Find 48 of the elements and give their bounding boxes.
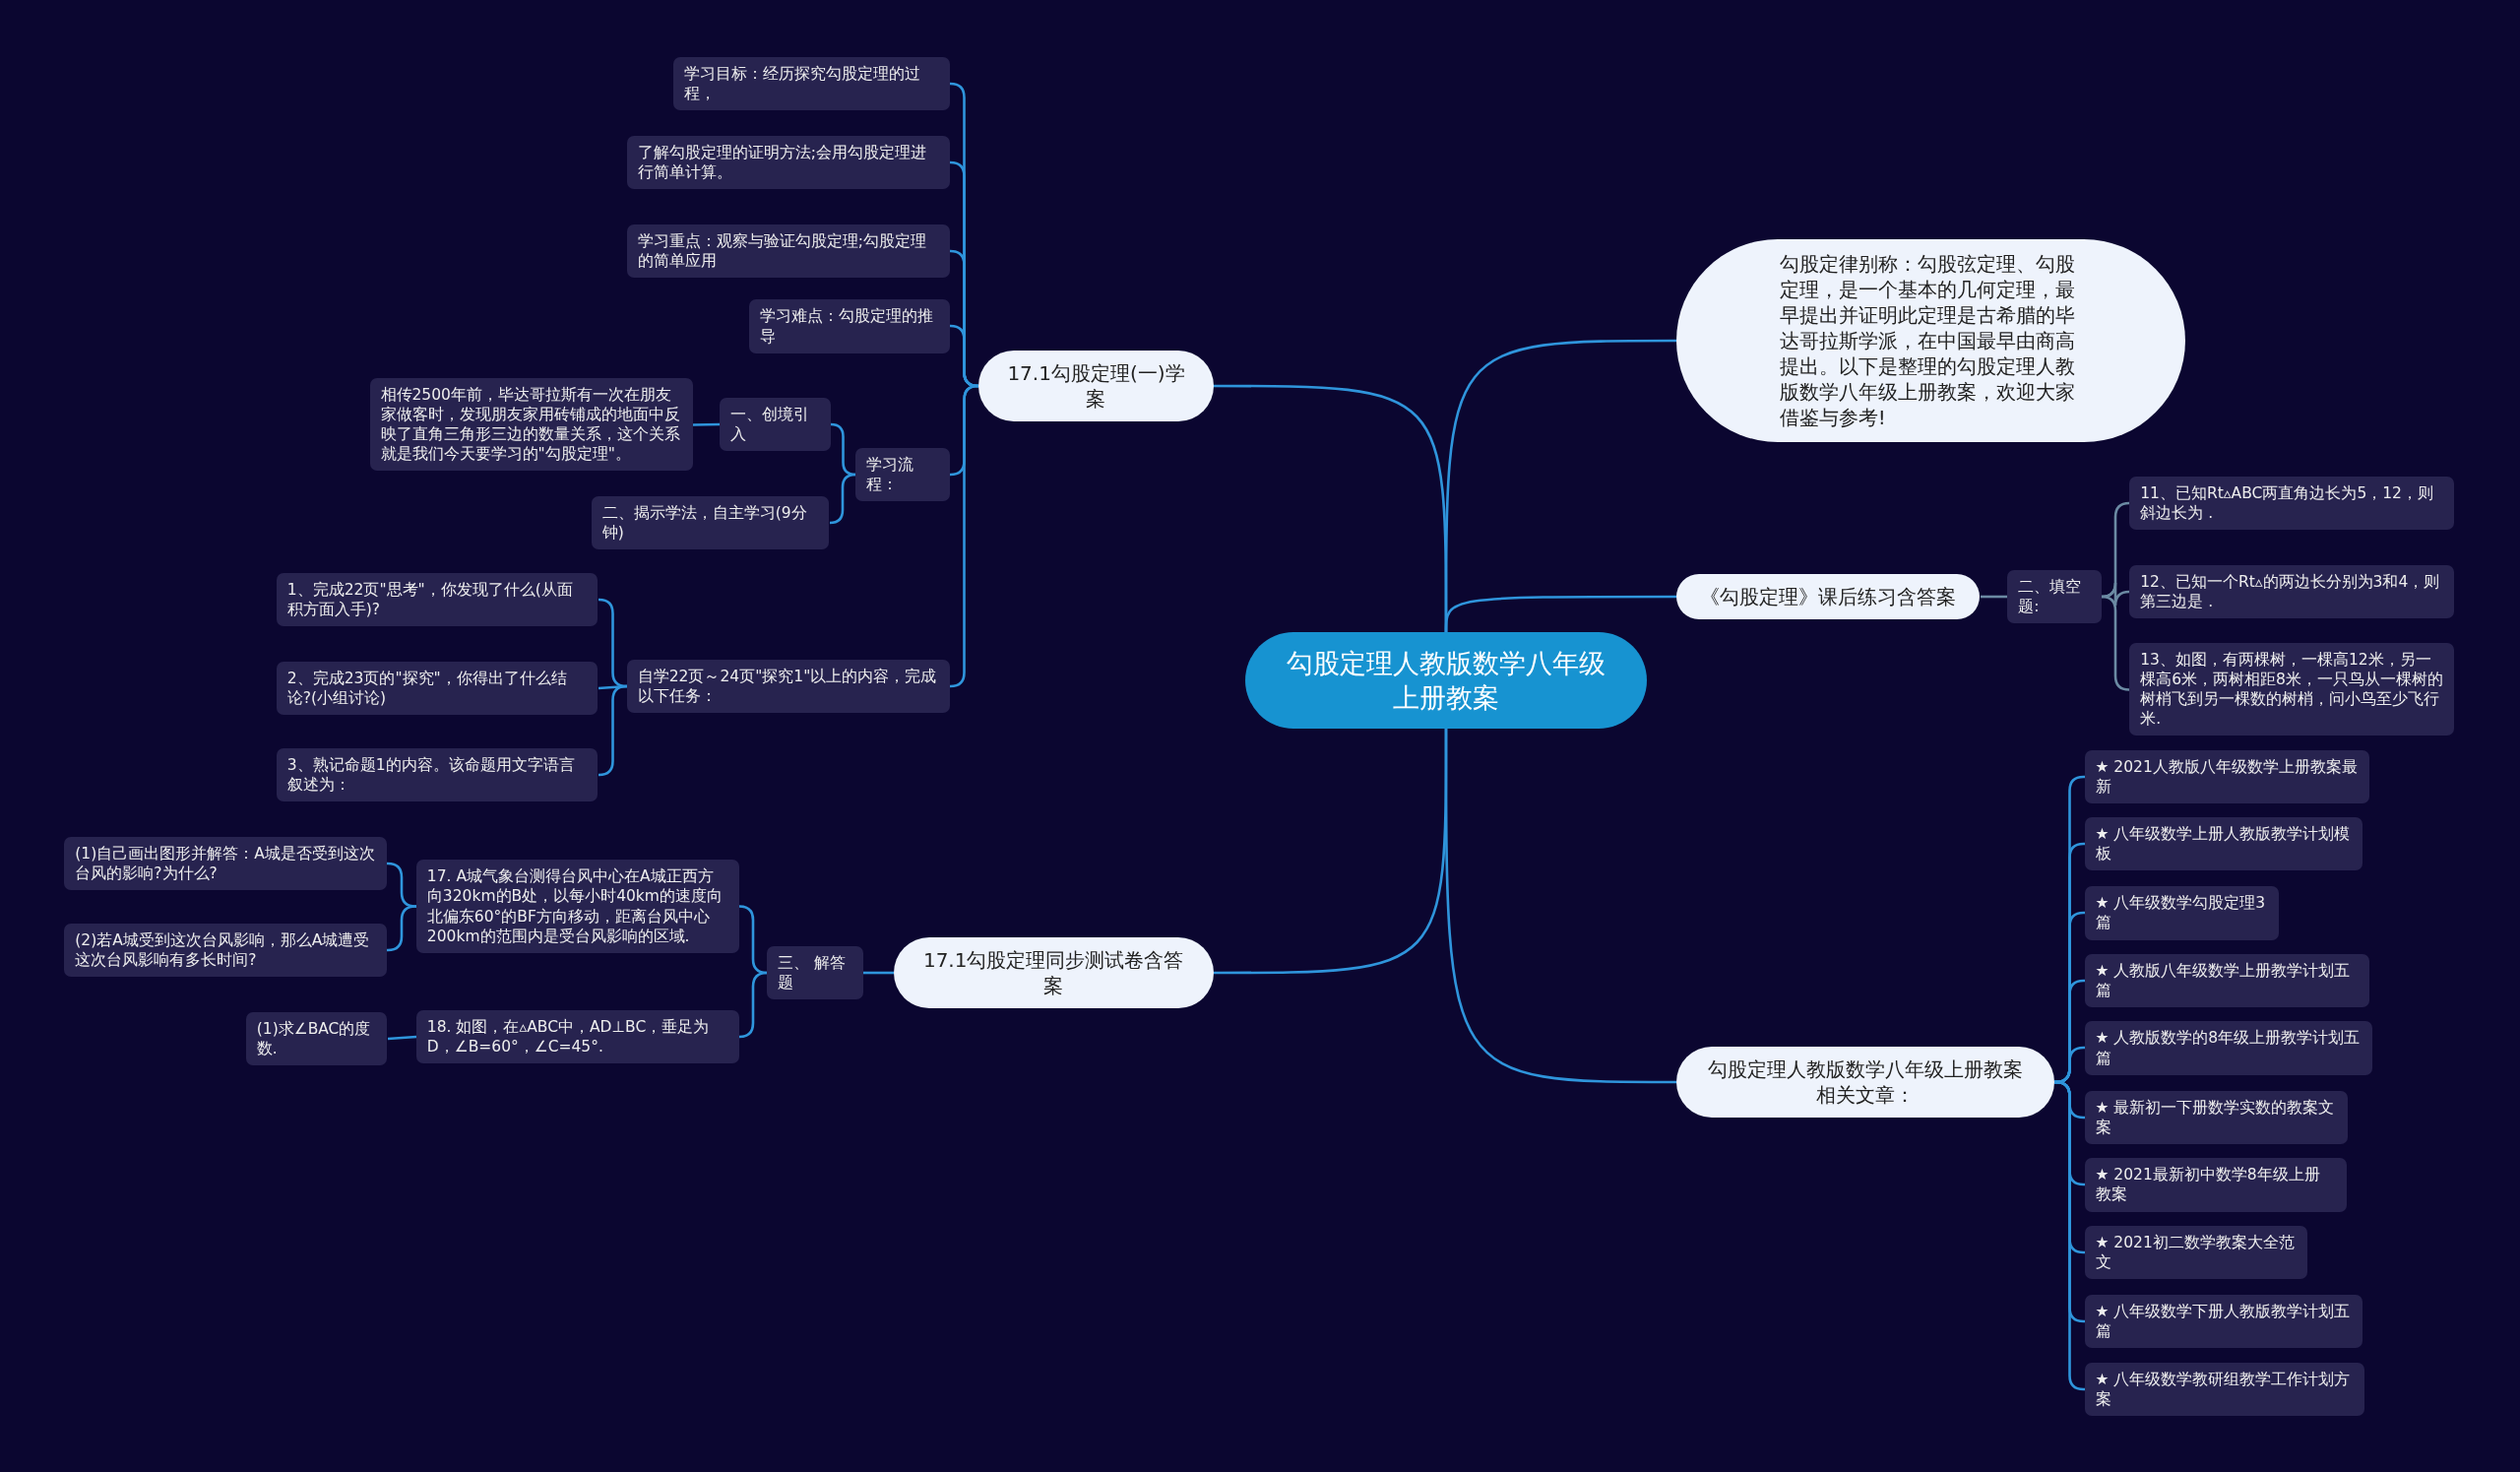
note-box: ★ 人教版数学的8年级上册教学计划五篇 [2084, 1021, 2372, 1075]
note-box: 3、熟记命题1的内容。该命题用文字语言叙述为： [276, 747, 598, 802]
topic-pill: 17.1勾股定理(一)学案 [978, 350, 1214, 421]
connector-line [1444, 595, 1676, 633]
note-box: ★ 八年级数学教研组教学工作计划方案 [2084, 1362, 2364, 1416]
note-box: ★ 八年级数学下册人教版教学计划五篇 [2084, 1295, 2362, 1349]
note-box: 学习重点：观察与验证勾股定理;勾股定理的简单应用 [626, 224, 950, 278]
note-box: 13、如图，有两棵树，一棵高12米，另一棵高6米，两树相距8米，一只鸟从一棵树的树梢飞到另一棵数的树梢，问小鸟至少飞行米. [2129, 642, 2455, 736]
note-box: 2、完成23页的"探究"，你得出了什么结论?(小组讨论) [276, 661, 598, 716]
note-box: 了解勾股定理的证明方法;会用勾股定理进行简单计算。 [626, 135, 950, 190]
note-box: 自学22页～24页"探究1"以上的内容，完成以下任务： [626, 660, 950, 714]
note-box: (1)求∠BAC的度数. [245, 1011, 388, 1065]
connector-line [863, 971, 894, 975]
note-box: 一、创境引入 [720, 398, 832, 452]
connector-line [1981, 595, 2007, 599]
topic-pill: 勾股定律别称：勾股弦定理、勾股定理，是一个基本的几何定理，最早提出并证明此定理是古希腊的毕达哥拉斯学派，在中国最早由商高提出。以下是整理的勾股定理人教版数学八年级上册教案，欢迎大家借鉴与参考! [1675, 239, 2186, 443]
note-box: ★ 人教版八年级数学上册教学计划五篇 [2084, 953, 2369, 1008]
note-box: 相传2500年前，毕达哥拉斯有一次在朋友家做客时，发现朋友家用砖铺成的地面中反映了直角三角形三边的数量关系，这个关系就是我们今天要学习的"勾股定理"。 [369, 377, 693, 472]
note-box: 学习目标：经历探究勾股定理的过程， [673, 56, 950, 111]
note-box: ★ 2021人教版八年级数学上册教案最新 [2084, 749, 2369, 803]
note-box: 17. A城气象台测得台风中心在A城正西方向320km的B处，以每小时40km的速度向北偏东60°的BF方向移动，距离台风中心200km的范围内是受台风影响的区域. [415, 860, 739, 953]
note-box: ★ 2021最新初中数学8年级上册教案 [2084, 1158, 2347, 1212]
note-box: 18. 如图，在▵ABC中，AD⊥BC，垂足为D，∠B=60°，∠C=45°. [415, 1010, 739, 1064]
note-box: 1、完成22页"思考"，你发现了什么(从面积方面入手)? [276, 572, 598, 627]
note-box: (2)若A城受到这次台风影响，那么A城遭受这次台风影响有多长时间? [64, 923, 388, 978]
note-box: 二、揭示学法，自主学习(9分钟) [591, 495, 830, 549]
note-box: 12、已知一个Rt▵的两边长分别为3和4，则第三边是 . [2129, 564, 2455, 619]
note-box: 三、 解答题 [766, 945, 863, 1000]
topic-pill: 勾股定理人教版数学八年级上册教案相关文章： [1675, 1046, 2054, 1118]
note-box: ★ 八年级数学勾股定理3篇 [2084, 886, 2280, 940]
connector-line [1444, 729, 1676, 1084]
connector-line [386, 905, 417, 952]
connector-line [598, 684, 628, 777]
connector-line [949, 384, 979, 688]
note-box: 11、已知Rt▵ABC两直角边长为5，12，则斜边长为 . [2129, 477, 2455, 531]
topic-pill: 17.1勾股定理同步测试卷含答案 [893, 936, 1214, 1008]
note-box: ★ 八年级数学上册人教版教学计划模板 [2084, 817, 2362, 871]
connector-line [387, 1035, 417, 1041]
note-box: 学习流程： [854, 447, 950, 501]
note-box: 学习难点：勾股定理的推导 [748, 299, 950, 353]
connector-line [692, 422, 721, 426]
root-topic: 勾股定理人教版数学八年级上册教案 [1245, 631, 1648, 729]
note-box: 二、填空题: [2007, 569, 2103, 623]
connector-line [2053, 1080, 2086, 1391]
note-box: ★ 最新初一下册数学实数的教案文案 [2084, 1090, 2349, 1144]
note-box: (1)自己画出图形并解答：A城是否受到这次台风的影响?为什么? [64, 836, 388, 890]
note-box: ★ 2021初二数学教案大全范文 [2084, 1225, 2308, 1280]
topic-pill: 《勾股定理》课后练习含答案 [1675, 573, 1981, 619]
